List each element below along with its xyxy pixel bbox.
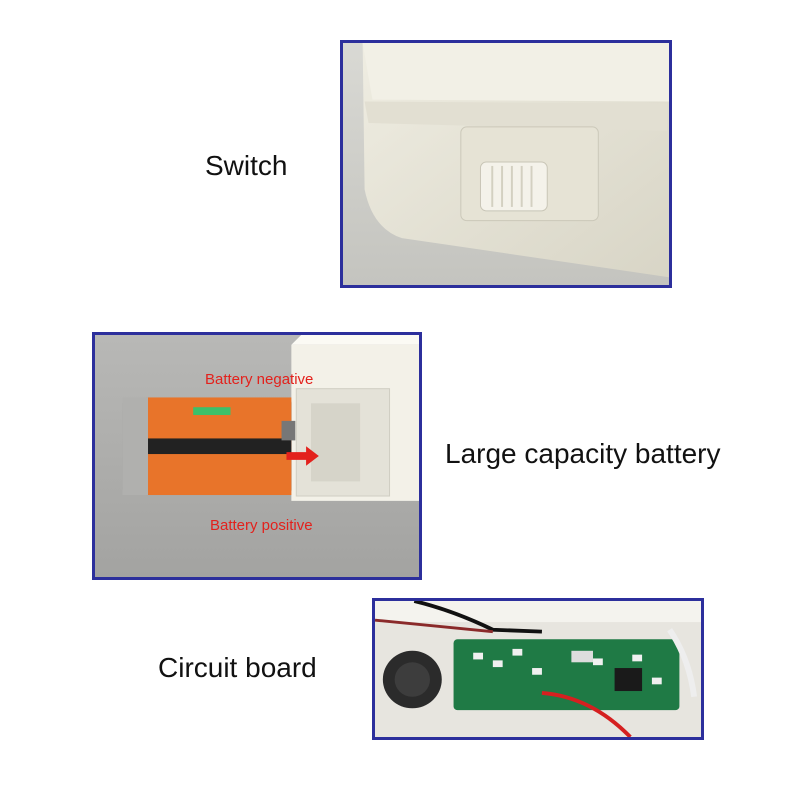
circuit-label: Circuit board [158,652,317,683]
battery-label: Large capacity battery [445,438,721,469]
battery-photo-image [95,335,419,577]
battery-photo: Battery negative Battery positive [92,332,422,580]
circuit-photo [372,598,704,740]
switch-photo [340,40,672,288]
battery-positive-label: Battery positive [210,517,313,534]
switch-photo-image [343,43,669,285]
battery-negative-label: Battery negative [205,371,314,388]
switch-label: Switch [205,150,288,181]
circuit-photo-image [375,601,701,737]
